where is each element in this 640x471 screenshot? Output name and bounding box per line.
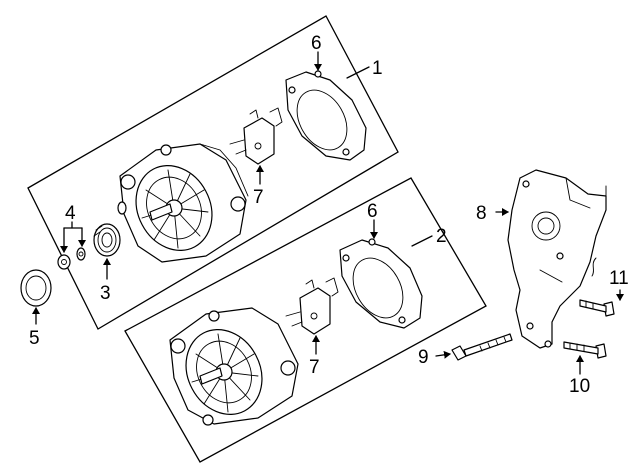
callout-7-lower: 7 — [309, 357, 320, 378]
assembly-1-frame — [27, 15, 399, 330]
long-bolt — [451, 333, 513, 361]
callout-4: 4 — [65, 203, 76, 224]
leader-lines — [32, 51, 624, 375]
regulator-lower — [285, 277, 339, 335]
callout-8: 8 — [476, 203, 487, 224]
callout-labels: 1 2 3 4 5 6 6 7 7 8 9 10 11 — [29, 33, 629, 397]
rear-cover-upper — [285, 70, 367, 161]
callout-10: 10 — [569, 376, 590, 397]
regulator-upper — [229, 107, 283, 165]
callout-11: 11 — [609, 268, 629, 289]
washer-small — [117, 201, 127, 215]
callout-3: 3 — [100, 283, 111, 304]
cap — [20, 269, 52, 307]
bolt-10 — [563, 341, 607, 359]
callout-5: 5 — [29, 328, 40, 349]
assembly-2-frame — [124, 177, 487, 463]
callout-6-lower: 6 — [367, 201, 378, 222]
alternator-upper — [119, 143, 249, 263]
short-bolt — [579, 299, 615, 317]
callout-9: 9 — [418, 347, 429, 368]
nut-and-washer — [57, 247, 86, 270]
callout-1: 1 — [372, 58, 383, 79]
callout-2: 2 — [436, 226, 447, 247]
pulley — [93, 223, 121, 257]
callout-7-upper: 7 — [253, 187, 264, 208]
alternator-lower — [169, 307, 299, 426]
mounting-bracket — [507, 169, 607, 349]
rear-cover-lower — [339, 238, 423, 329]
callout-6-upper: 6 — [311, 33, 322, 54]
